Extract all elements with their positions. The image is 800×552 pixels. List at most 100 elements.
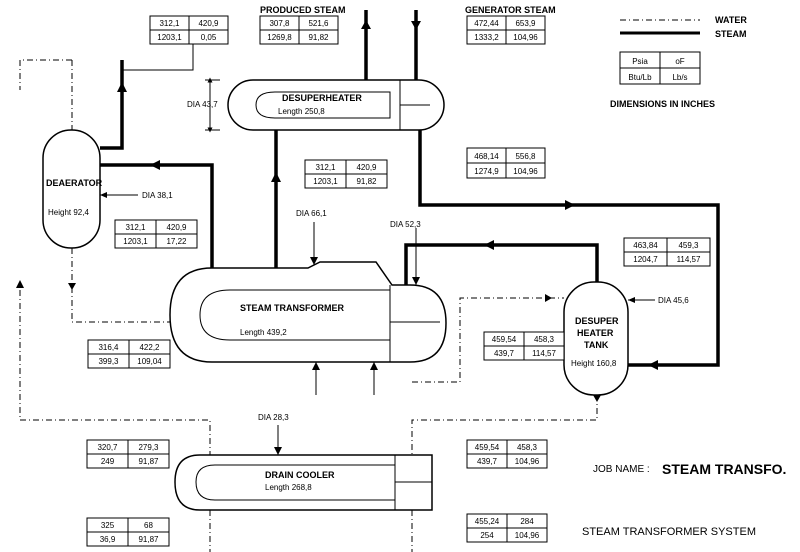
system-title: STEAM TRANSFORMER SYSTEM [582,526,756,538]
table-cell: 254 [480,531,494,540]
table-cell: 279,3 [138,443,159,452]
steam-lines [100,10,720,367]
drain-cooler-name: DRAIN COOLER [265,470,335,480]
water-arrows [16,280,601,402]
steam-transformer-length: Length 439,2 [240,328,287,337]
drain-cooler-length: Length 268,8 [265,483,312,492]
unit-btu: Btu/Lb [628,73,652,82]
job-name-value: STEAM TRANSFO. [662,461,786,477]
table-cell: 459,54 [492,335,517,344]
table-cell: 104,96 [515,457,540,466]
table-cell: 399,3 [98,357,119,366]
table-cell: 91,87 [138,457,159,466]
table-cooler-in: 320,7 279,3 249 91,87 [86,439,170,469]
table-cell: 472,44 [474,19,499,28]
deaerator-vessel: DEAERATOR Height 92,4 DIA 38,1 [42,129,173,249]
unit-of: oF [675,57,684,66]
table-cell: 0,05 [201,33,217,42]
table-feed-water: 455,24 284 254 104,96 [466,513,548,543]
table-cell: 420,9 [356,163,377,172]
table-cell: 1269,8 [267,33,292,42]
table-tank-water: 459,54 458,3 439,7 114,57 [483,331,565,361]
desuperheater-tank-vessel: DESUPER HEATER TANK Height 160,8 DIA 45,… [563,281,689,396]
table-cell: 1333,2 [474,33,499,42]
table-cell: 17,22 [166,237,187,246]
steam-arrows [117,20,658,370]
table-cell: 1204,7 [633,255,658,264]
table-cell: 114,57 [677,255,701,264]
table-cell: 458,3 [534,335,555,344]
desuperheater-dia: DIA 43,7 [187,100,218,109]
legend: WATER STEAM Psia oF Btu/Lb Lb/s DIMENSIO… [610,15,747,109]
table-cell: 420,9 [166,223,187,232]
table-cell: 1274,9 [474,167,499,176]
steam-transformer-name: STEAM TRANSFORMER [240,303,344,313]
deaerator-dia: DIA 38,1 [142,191,173,200]
table-transformer-drain: 316,4 422,2 399,3 109,04 [87,339,171,369]
steam-transformer-vessel: STEAM TRANSFORMER Length 439,2 DIA 66,1 … [169,209,447,363]
table-cell: 68 [144,521,153,530]
tank-name-line1: DESUPER [575,316,619,326]
table-cell: 653,9 [515,19,536,28]
table-cell: 284 [520,517,534,526]
table-cell: 463,84 [633,241,658,250]
steam-transformer-dia2: DIA 52,3 [390,220,421,229]
table-cell: 312,1 [125,223,146,232]
unit-psia: Psia [632,57,648,66]
table-cell: 458,3 [517,443,538,452]
drain-cooler-vessel: DRAIN COOLER Length 268,8 DIA 28,3 [174,413,433,511]
deaerator-height: Height 92,4 [48,208,89,217]
table-cell: 439,7 [494,349,515,358]
table-cell: 91,82 [308,33,329,42]
table-cell: 312,1 [159,19,180,28]
table-cell: 439,7 [477,457,498,466]
table-cell: 1203,1 [157,33,182,42]
generator-steam-header: GENERATOR STEAM [465,5,556,15]
table-cell: 556,8 [515,152,536,161]
table-generator-steam: 472,44 653,9 1333,2 104,96 [466,15,546,45]
legend-steam-label: STEAM [715,29,747,39]
table-cell: 459,3 [678,241,699,250]
produced-steam-header: PRODUCED STEAM [260,5,346,15]
water-lines [19,59,598,552]
table-cell: 422,2 [139,343,160,352]
drain-cooler-dia: DIA 28,3 [258,413,289,422]
table-cell: 114,57 [532,349,556,358]
desuperheater-length: Length 250,8 [278,107,325,116]
table-cell: 249 [101,457,115,466]
table-cell: 316,4 [98,343,119,352]
table-cell: 1203,1 [313,177,338,186]
table-cell: 420,9 [198,19,219,28]
table-cell: 468,14 [474,152,499,161]
table-cell: 1203,1 [123,237,148,246]
table-cell: 36,9 [100,535,116,544]
tank-height: Height 160,8 [571,359,617,368]
dimensions-note: DIMENSIONS IN INCHES [610,99,715,109]
table-cell: 521,6 [308,19,329,28]
tank-dia: DIA 45,6 [658,296,689,305]
table-cell: 104,96 [515,531,540,540]
legend-water-label: WATER [715,15,747,25]
table-cell: 109,04 [137,357,162,366]
table-cell: 91,87 [138,535,159,544]
steam-transformer-dia1: DIA 66,1 [296,209,327,218]
desuperheater-vessel: DESUPERHEATER Length 250,8 DIA 43,7 [187,77,445,133]
table-tank-steam-out: 463,84 459,3 1204,7 114,57 [623,237,711,267]
table-cell: 320,7 [97,443,118,452]
job-name-label: JOB NAME : [593,464,650,475]
deaerator-name: DEAERATOR [46,178,103,188]
tank-name-line3: TANK [584,340,609,350]
unit-lbs: Lb/s [672,73,687,82]
desuperheater-name: DESUPERHEATER [282,93,362,103]
table-cell: 104,96 [513,33,538,42]
tank-name-line2: HEATER [577,328,614,338]
table-cell: 455,24 [475,517,500,526]
table-cell: 312,1 [315,163,336,172]
